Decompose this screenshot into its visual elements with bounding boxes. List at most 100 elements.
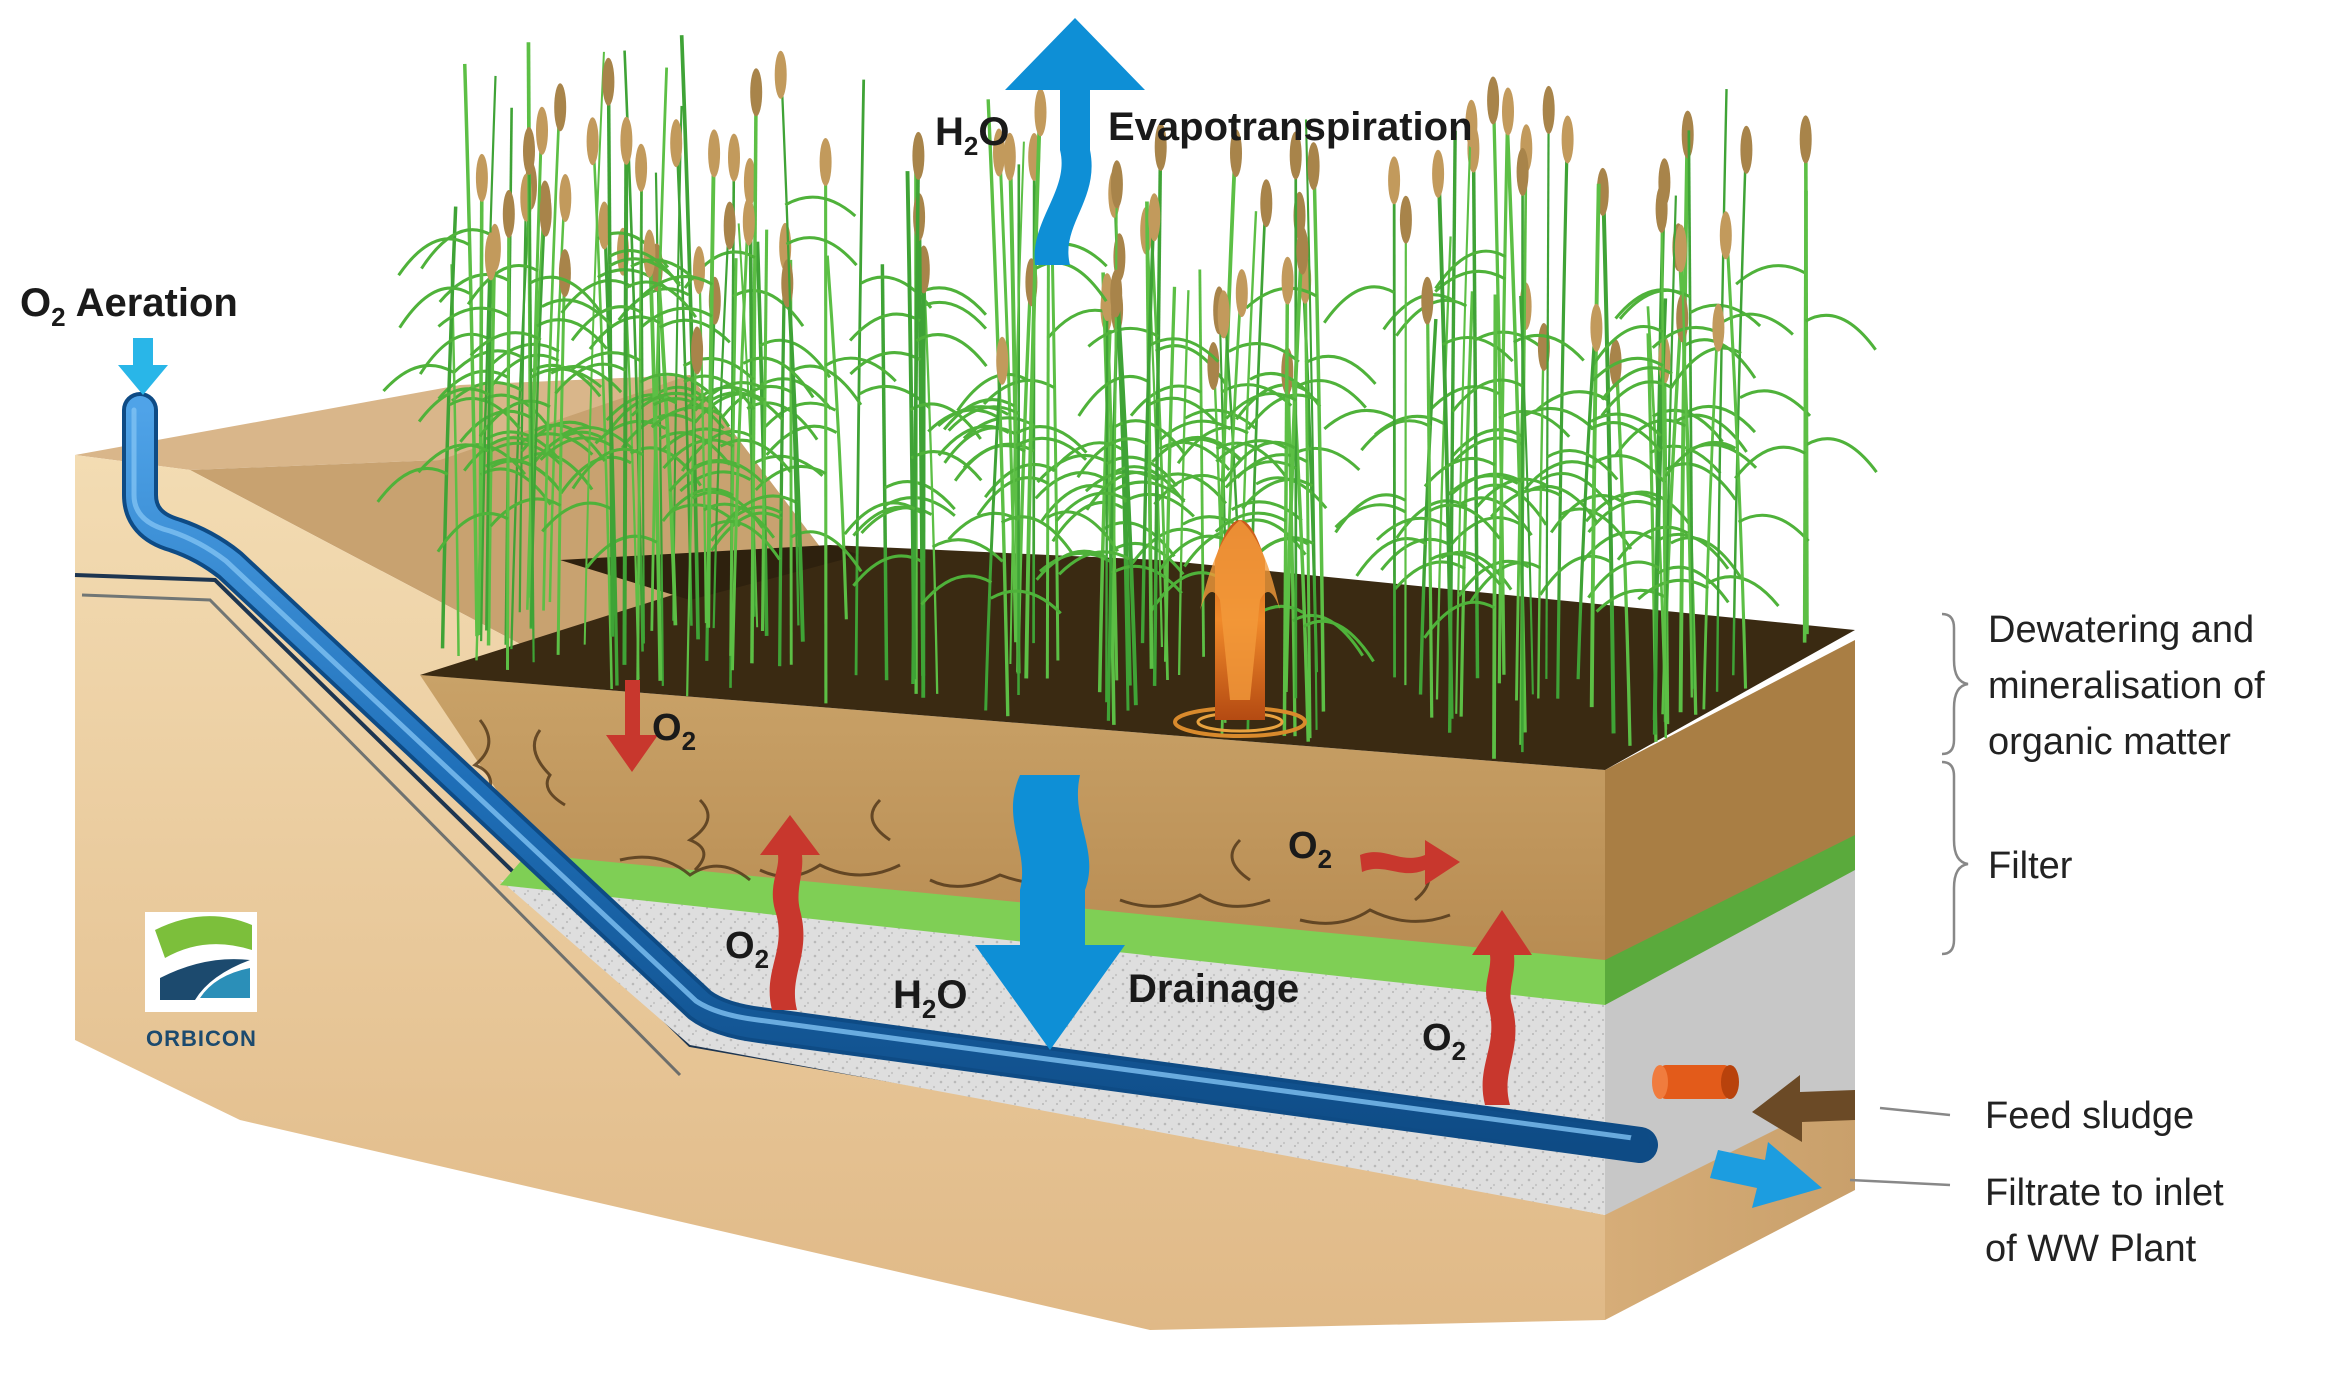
reed-leaf (1805, 437, 1878, 473)
reed-stem (591, 123, 613, 690)
reed-seed-head (1207, 342, 1220, 390)
reed-leaf (1246, 393, 1319, 431)
reed-leaf (843, 501, 916, 536)
reed-seed-head (743, 158, 756, 206)
reed-leaf (1449, 516, 1522, 547)
reed-seed-head (996, 336, 1009, 385)
reed-seed-head (1590, 303, 1603, 352)
reed-leaf (1225, 392, 1298, 420)
reed-leaf (726, 494, 798, 522)
reed-stem (440, 206, 458, 649)
evap-h2o-label: H2O (935, 110, 1009, 161)
reed-leaf (1560, 507, 1633, 550)
reed-leaf (1669, 346, 1742, 389)
reed-seed-head (750, 68, 763, 117)
evapotranspiration-label: Evapotranspiration (1108, 105, 1473, 149)
reed-leaf (927, 408, 1000, 433)
reed-leaf (1452, 436, 1525, 464)
reed-stem (1024, 94, 1043, 679)
reed-leaf (1000, 515, 1073, 554)
reed-leaf (1295, 379, 1367, 409)
reed-stem (1679, 230, 1694, 698)
reed-stem (462, 63, 479, 637)
reed-leaf (1355, 537, 1428, 577)
reed-stem (750, 74, 758, 664)
reed-leaf (1737, 513, 1810, 543)
reed-leaf (1302, 619, 1375, 663)
reed-leaf (397, 237, 470, 277)
reed-plants (376, 35, 1878, 759)
reed-leaf (1587, 499, 1660, 534)
reed-leaf (1184, 408, 1257, 430)
filter-label: Filter (1988, 845, 2073, 887)
evapotranspiration-arrow (1005, 18, 1145, 265)
reed-seed-head (912, 131, 925, 180)
o2-arrow-up-left (760, 815, 820, 1010)
reed-leaf (683, 374, 756, 411)
reed-leaf (639, 372, 712, 395)
reed-leaf (1380, 537, 1453, 571)
reed-leaf (668, 460, 741, 493)
reed-leaf (1451, 472, 1524, 495)
reed-leaf (1129, 384, 1202, 417)
reed-leaf (376, 466, 449, 503)
reed-leaf (1614, 418, 1687, 457)
reed-stem (1418, 318, 1438, 695)
reed-leaf (652, 397, 725, 430)
reed-stem (583, 51, 605, 645)
reed-leaf (1046, 510, 1119, 553)
reed-leaf (680, 429, 753, 472)
reed-leaf (534, 423, 607, 462)
reed-leaf (1591, 356, 1664, 382)
reed-seed-head (602, 57, 615, 106)
reed-stem (1163, 286, 1177, 662)
reed-seed-head (554, 83, 567, 132)
reed-stem (485, 238, 493, 631)
reed-stem (1140, 199, 1157, 644)
reed-leaf (463, 436, 536, 472)
reed-leaf (1035, 549, 1108, 581)
reed-leaf (947, 511, 1020, 541)
reed-seed-head (693, 246, 705, 295)
aeration-arrow (118, 338, 168, 395)
reed-leaf (640, 306, 713, 328)
reed-leaf (852, 554, 925, 587)
o2-arrows (606, 680, 1532, 1105)
reed-leaf (1469, 561, 1542, 604)
feed-sludge-pipe (1652, 1065, 1739, 1099)
reed-seed-head (635, 143, 648, 192)
reed-leaf (1475, 477, 1548, 508)
reed-seed-head (620, 116, 633, 165)
reed-leaf (742, 356, 815, 399)
reed-leaf (785, 236, 858, 267)
reed-leaf (1587, 560, 1660, 599)
reed-stem (760, 229, 769, 632)
reed-stem (647, 235, 663, 681)
reed-stem (527, 132, 535, 663)
reed-stem (1114, 275, 1138, 706)
reed-stem (1455, 105, 1473, 714)
reed-stem (486, 237, 497, 646)
reed-stem (1311, 148, 1326, 712)
reed-stem (880, 264, 889, 681)
reed-seed-head (742, 197, 755, 246)
reed-leaf (382, 364, 455, 393)
reed-stem (640, 149, 645, 644)
reed-leaf (569, 351, 641, 373)
reed-leaf (1035, 261, 1108, 303)
reed-leaf (1323, 285, 1395, 324)
reed-stem (986, 99, 1010, 717)
o2-arrow-right (1360, 840, 1460, 885)
reed-leaf (1475, 483, 1548, 526)
reed-seed-head (484, 232, 497, 281)
soil-layer-side (1605, 640, 1855, 960)
reed-stem (1112, 166, 1119, 652)
gravel-layer-side (1605, 850, 1855, 1215)
reed-leaf (1525, 484, 1598, 523)
reed-seed-head (1034, 88, 1047, 137)
reed-leaf (478, 399, 551, 438)
drainage-label: Drainage (1128, 967, 1299, 1011)
reed-leaf (529, 275, 602, 313)
reed-leaf (1223, 440, 1296, 482)
